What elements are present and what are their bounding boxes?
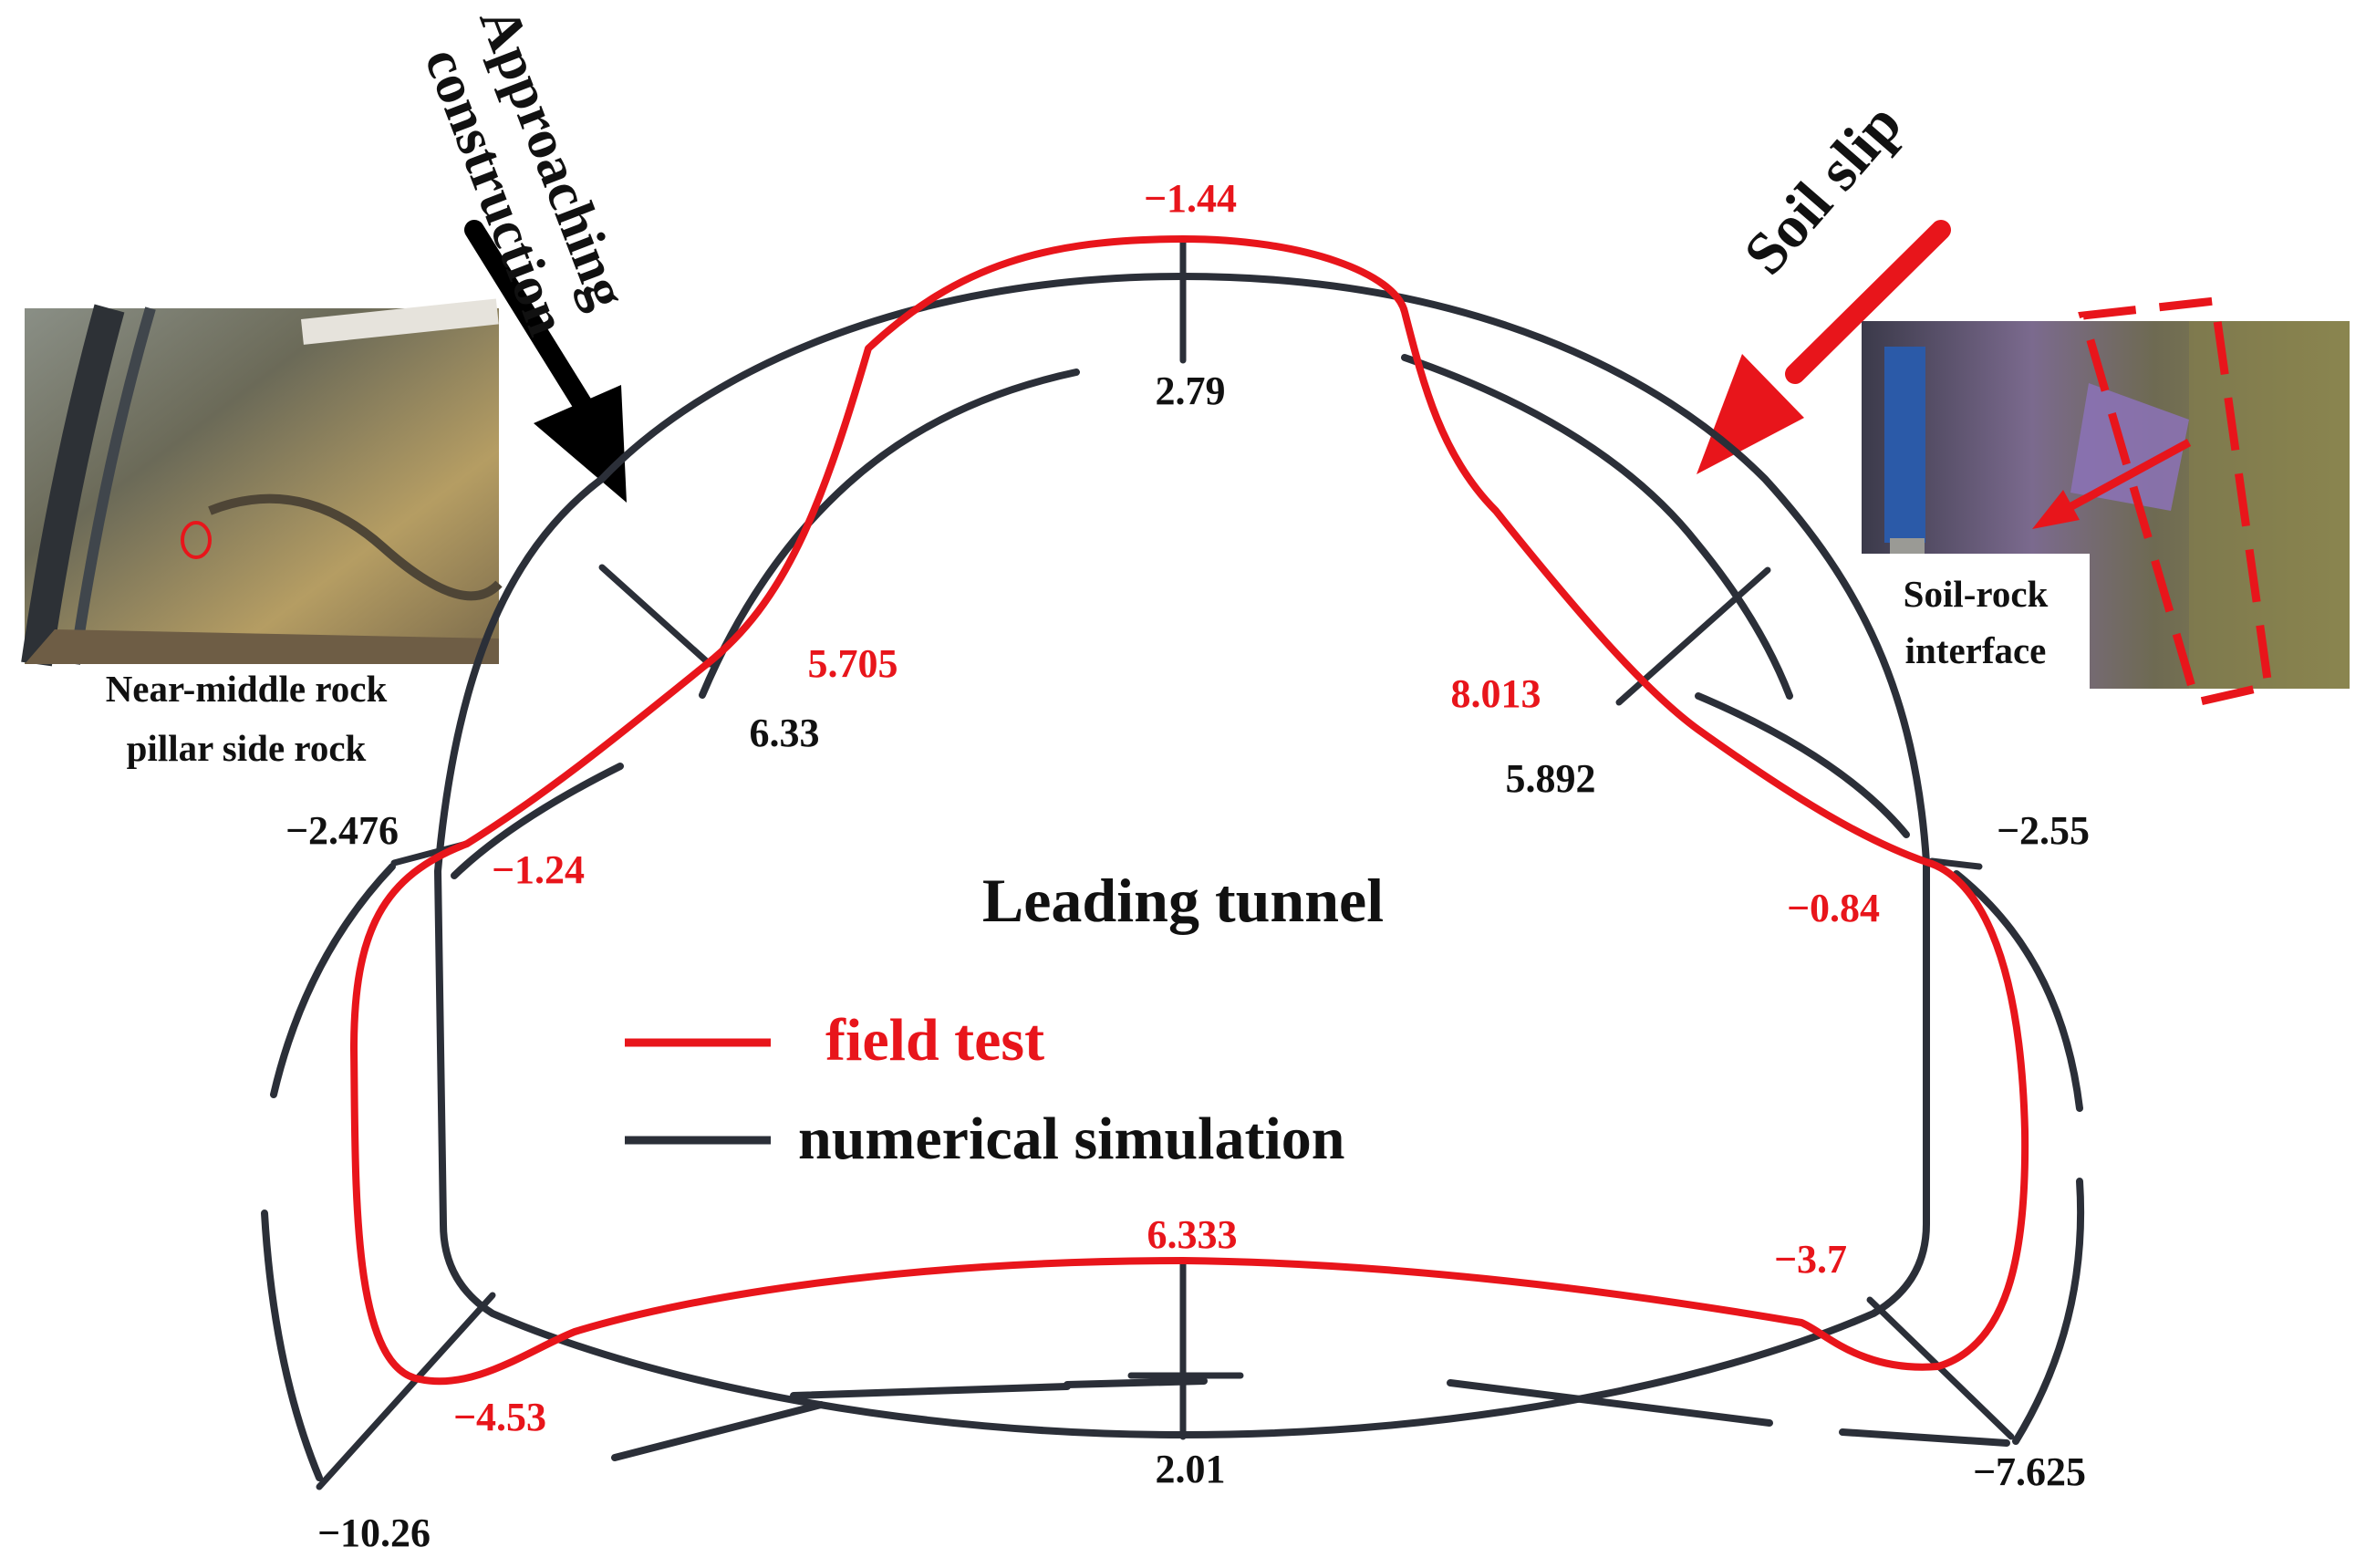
legend-field-test-label: field test bbox=[825, 1007, 1044, 1074]
approach-label: Approaching construction bbox=[412, 0, 638, 343]
simulation-outer-arch bbox=[434, 273, 1930, 1438]
field-value-crown: −1.44 bbox=[1144, 176, 1237, 221]
sim-value-invert: 2.01 bbox=[1156, 1447, 1226, 1491]
field-value-left-spring: −1.24 bbox=[492, 847, 585, 892]
sim-value-right-spring: −2.55 bbox=[1997, 808, 2090, 853]
invert-dash-3 bbox=[1447, 1379, 1773, 1427]
left-photo-caption-line1: Near-middle rock bbox=[106, 668, 388, 710]
legend-simulation-label: numerical simulation bbox=[798, 1106, 1345, 1172]
invert-dash-4 bbox=[1839, 1428, 2010, 1447]
simulation-right-outer-arc bbox=[1953, 870, 2083, 1112]
simulation-right-outer-arc-2 bbox=[2012, 1178, 2085, 1445]
invert-dash-1 bbox=[611, 1401, 825, 1461]
simulation-inner-arc-right-lower bbox=[1695, 692, 1910, 838]
left-photo-caption-line2: pillar side rock bbox=[127, 727, 367, 769]
soil-slip-text: Soil slip bbox=[1731, 90, 1915, 286]
field-value-left-upper: 5.705 bbox=[808, 641, 898, 686]
right-photo-caption-line1: Soil-rock bbox=[1904, 573, 2049, 615]
sim-value-left-spring: −2.476 bbox=[285, 808, 399, 853]
interface-arrow-icon bbox=[2032, 439, 2192, 529]
sim-value-left-foot: −10.26 bbox=[317, 1511, 431, 1555]
simulation-inner-arc-right bbox=[1401, 354, 1793, 700]
simulation-left-outer-arc-2 bbox=[261, 1210, 323, 1481]
invert-dash-5 bbox=[790, 1383, 1071, 1399]
sim-value-crown: 2.79 bbox=[1156, 369, 1226, 413]
soil-slip-label: Soil slip bbox=[1731, 90, 1915, 286]
field-value-right-upper: 8.013 bbox=[1451, 671, 1541, 716]
right-photo-caption-panel bbox=[1862, 554, 2090, 689]
simulation-inner-arc-left-lower bbox=[451, 763, 624, 879]
field-value-right-foot: −3.7 bbox=[1774, 1237, 1847, 1282]
simulation-left-outer-arc bbox=[270, 863, 396, 1098]
soil-rock-interface-outline bbox=[2078, 296, 2274, 708]
radial-right-spring bbox=[1928, 857, 1983, 870]
radial-left-upper bbox=[598, 564, 713, 668]
simulation-inner-arc-left bbox=[699, 369, 1080, 699]
sim-value-left-upper: 6.33 bbox=[750, 711, 820, 755]
sim-value-right-upper: 5.892 bbox=[1506, 756, 1596, 801]
field-value-left-foot: −4.53 bbox=[453, 1395, 546, 1439]
tunnel-title: Leading tunnel bbox=[982, 866, 1384, 935]
left-site-photo bbox=[21, 298, 503, 667]
field-value-right-spring: −0.84 bbox=[1787, 886, 1880, 930]
field-value-invert: 6.333 bbox=[1147, 1212, 1238, 1257]
sim-value-right-foot: −7.625 bbox=[1973, 1449, 2086, 1494]
radial-left-foot bbox=[316, 1292, 496, 1490]
right-photo-caption-line2: interface bbox=[1905, 629, 2047, 671]
field-test-deformed-outline bbox=[350, 235, 2029, 1386]
legend: field test numerical simulation bbox=[625, 1007, 1345, 1172]
